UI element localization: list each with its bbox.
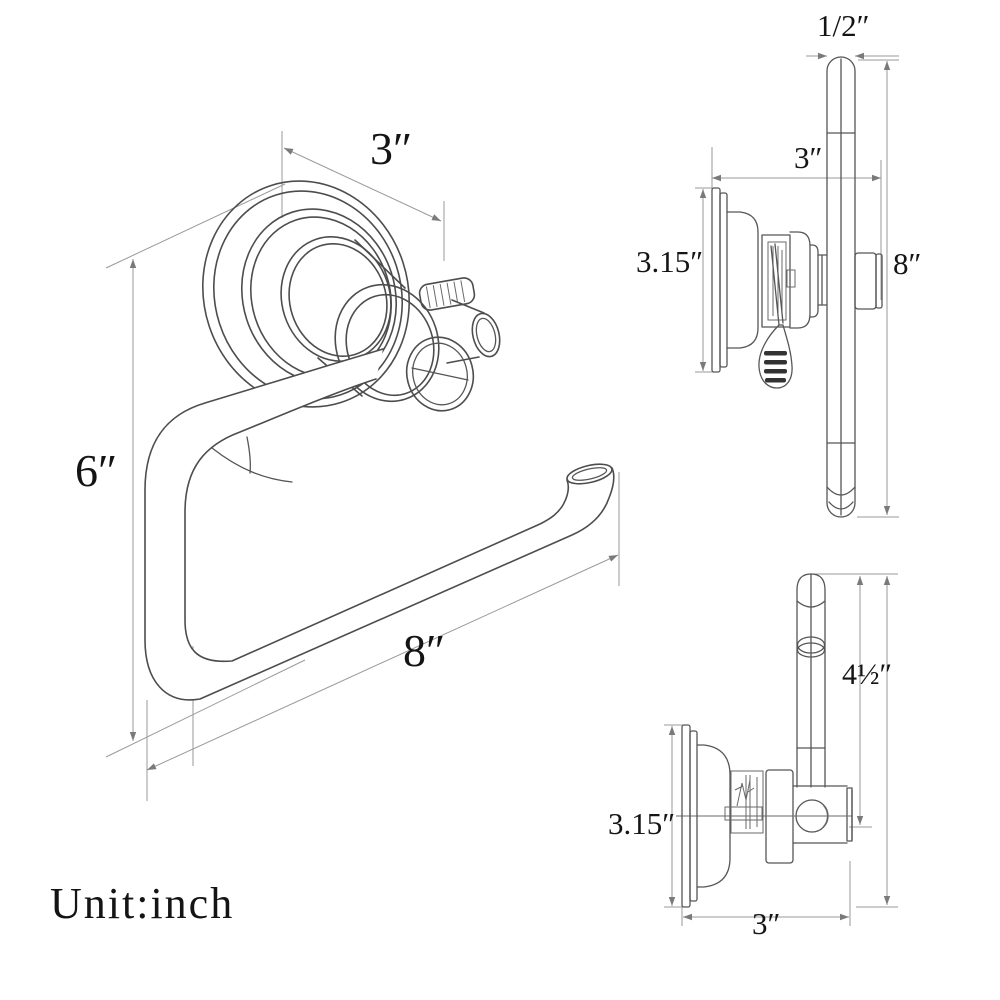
- wall-bar-side: [826, 56, 856, 518]
- release-tab-front: [418, 277, 476, 311]
- rod-end-cap-front: [405, 336, 475, 412]
- front-view: [105, 131, 620, 801]
- dim-front-top-width: 3″: [370, 123, 413, 174]
- dim-side-bottom-depth: 3″: [752, 906, 781, 941]
- side-top-dimension-lines: [695, 52, 899, 518]
- dim-side-top-bar-height: 8″: [893, 246, 922, 281]
- roll-arm-side: [796, 573, 826, 788]
- suction-mount-side: [711, 187, 828, 389]
- knob-side: [854, 252, 883, 310]
- dim-side-bottom-mount-height: 3.15″: [608, 806, 676, 841]
- holder-bar: [144, 348, 615, 701]
- suction-mount-bottom-side: [681, 724, 764, 908]
- dim-side-bottom-arm-length: 4½″: [842, 658, 892, 691]
- dim-front-left-height: 6″: [75, 445, 118, 496]
- side-bottom-dimension-lines: [664, 573, 898, 926]
- pivot-body-side: [676, 769, 853, 864]
- dim-front-bottom-length: 8″: [403, 625, 446, 676]
- dim-side-top-mount-height: 3.15″: [636, 244, 704, 279]
- unit-note: Unit:inch: [50, 879, 235, 928]
- dim-side-top-depth: 3″: [794, 140, 823, 175]
- side-view-bottom: [664, 573, 898, 926]
- dim-side-top-bar-thickness: 1/2″: [817, 8, 870, 43]
- side-view-top: [695, 52, 899, 518]
- front-dimension-lines: [105, 131, 620, 801]
